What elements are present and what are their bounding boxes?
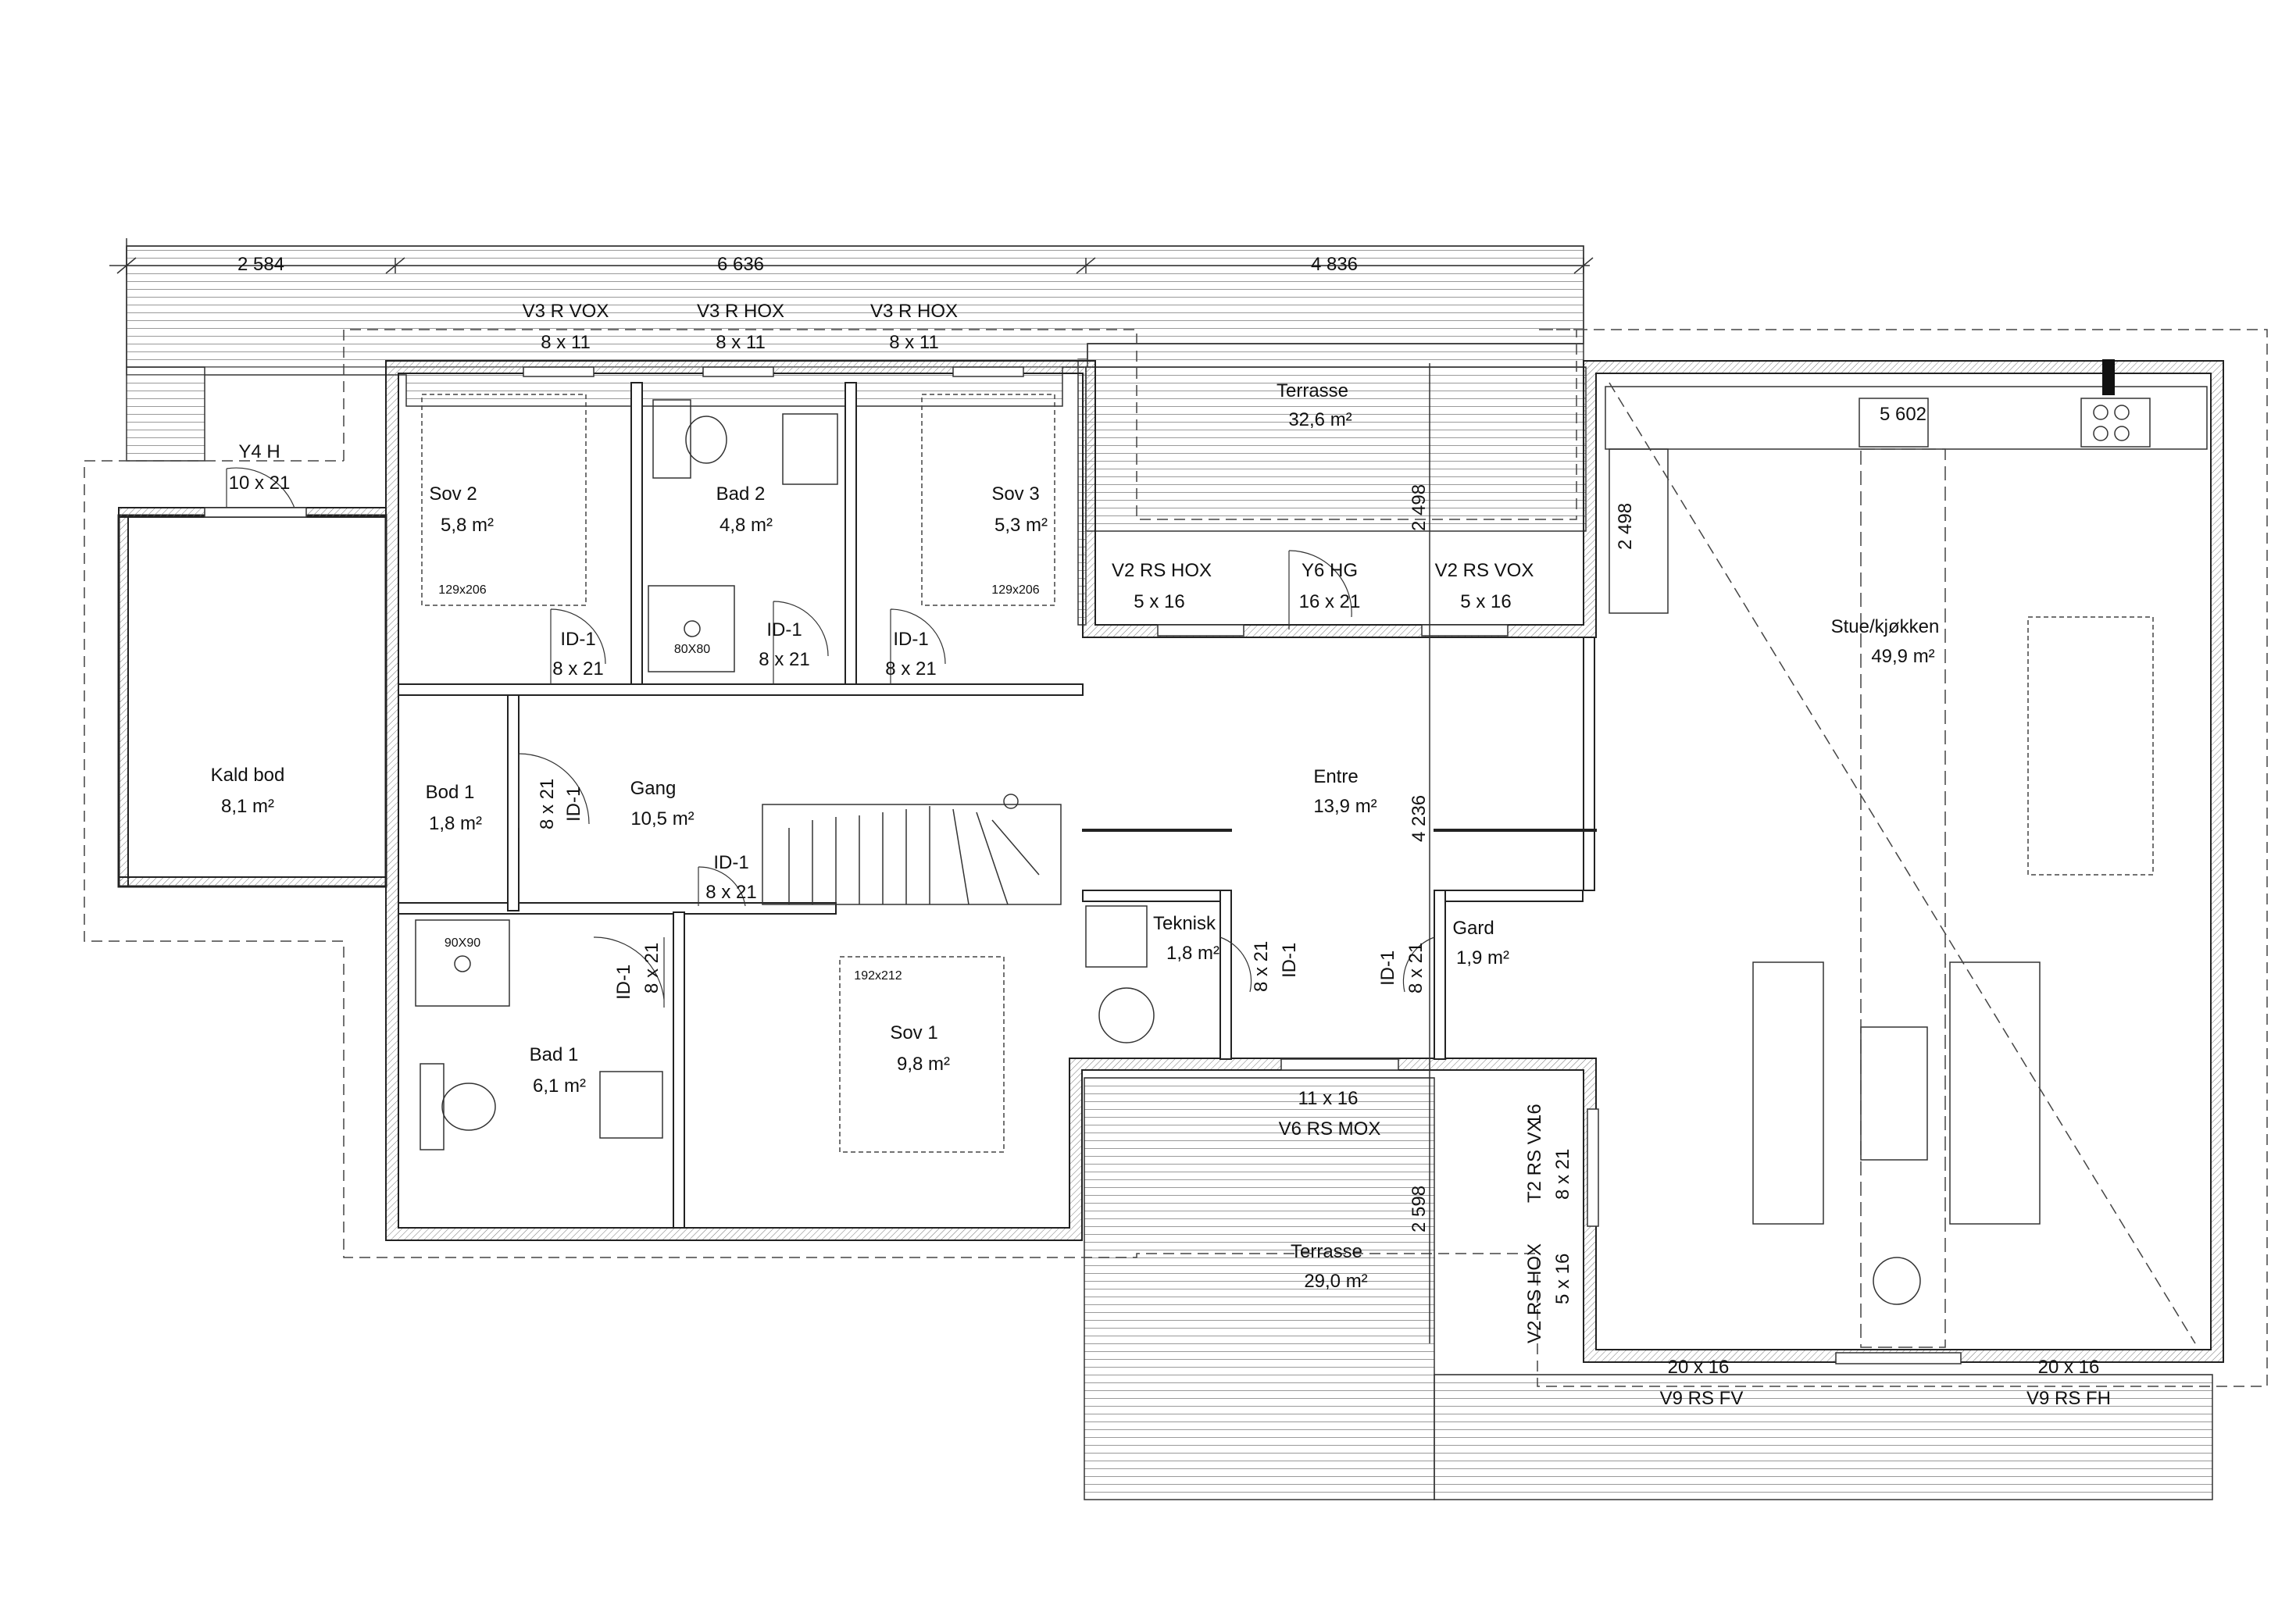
dim-terrace-south-depth: 2 598 (1409, 1186, 1430, 1232)
window-label-y4-type: Y4 H (238, 441, 280, 462)
room-bad1-name: Bad 1 (530, 1044, 579, 1065)
door-label-6-type: ID-1 (613, 965, 634, 1000)
window-label-1-type: V3 R VOX (523, 301, 609, 322)
room-entre-name: Entre (1313, 766, 1358, 787)
dim-top-left: 2 584 (237, 254, 284, 275)
room-sov3-area: 5,3 m² (994, 515, 1048, 536)
room-labels: Kald bod 8,1 m² Sov 2 5,8 m² 129x206 Bad… (211, 380, 1940, 1292)
room-kald-bod-name: Kald bod (211, 765, 285, 786)
door-label-8-type: ID-1 (1377, 951, 1398, 986)
window-label-6-size: 5 x 16 (1460, 591, 1511, 612)
window-label-6-type: V2 RS VOX (1435, 560, 1534, 581)
door-label-2-type: ID-1 (766, 619, 802, 640)
window-label-4-size: 5 x 16 (1134, 591, 1184, 612)
door-label-7-size: 8 x 21 (1251, 941, 1272, 992)
door-label-4-type: ID-1 (713, 852, 748, 873)
door-label-8-size: 8 x 21 (1405, 943, 1427, 993)
room-terrasse-north-name: Terrasse (1277, 380, 1348, 401)
room-gard-area: 1,9 m² (1456, 947, 1509, 968)
door-labels: ID-1 8 x 21 ID-1 8 x 21 ID-1 8 x 21 ID-1… (537, 619, 1427, 1000)
room-sov3-bed: 129x206 (991, 583, 1039, 597)
dim-top-right: 4 836 (1311, 254, 1358, 275)
room-sov2-area: 5,8 m² (441, 515, 494, 536)
window-label-11-type: V9 RS FV (1660, 1388, 1744, 1409)
dim-kitchen-width: 5 602 (1880, 404, 1926, 425)
door-label-7-type: ID-1 (1279, 943, 1300, 978)
room-gang-name: Gang (630, 778, 677, 799)
window-label-8-size: 5 x 16 (1552, 1254, 1573, 1304)
window-label-5-size: 16 x 21 (1299, 591, 1361, 612)
room-terrasse-south-area: 29,0 m² (1304, 1271, 1367, 1292)
window-label-12-type: V9 RS FH (2026, 1388, 2111, 1409)
room-bad1-shower: 90X90 (445, 936, 480, 950)
room-bod1-area: 1,8 m² (429, 813, 482, 834)
room-stue-name: Stue/kjøkken (1831, 616, 1940, 637)
room-sov3-name: Sov 3 (991, 483, 1039, 505)
room-bad2-name: Bad 2 (716, 483, 766, 505)
deck-south (1084, 1077, 2213, 1500)
window-label-10-size: 8 x 21 (1552, 1149, 1573, 1200)
room-sov1-area: 9,8 m² (897, 1054, 950, 1075)
interior-walls (398, 382, 1597, 1229)
deck-north (126, 245, 1587, 626)
window-label-8-type: V2 RS HOX (1524, 1243, 1545, 1343)
room-kald-bod-area: 8,1 m² (221, 796, 274, 817)
furniture (415, 359, 2208, 1348)
window-label-9-size: 16 (1524, 1104, 1545, 1125)
door-swings (226, 467, 1435, 1008)
room-terrasse-north-area: 32,6 m² (1288, 409, 1352, 430)
room-gang-area: 10,5 m² (630, 808, 694, 829)
window-label-y4-size: 10 x 21 (229, 473, 291, 494)
door-label-2-size: 8 x 21 (759, 649, 809, 670)
room-sov2-name: Sov 2 (429, 483, 477, 505)
window-label-2-type: V3 R HOX (697, 301, 784, 322)
door-label-4-size: 8 x 21 (705, 882, 756, 903)
window-label-1-size: 8 x 11 (541, 332, 591, 353)
room-bod1-name: Bod 1 (426, 782, 475, 803)
door-label-6-size: 8 x 21 (641, 943, 662, 993)
window-label-4-type: V2 RS HOX (1112, 560, 1212, 581)
room-teknisk-area: 1,8 m² (1166, 943, 1219, 964)
window-label-7-size: 11 x 16 (1298, 1088, 1359, 1109)
room-gard-name: Gard (1452, 918, 1494, 939)
room-bad2-area: 4,8 m² (720, 515, 773, 536)
dimension-top: 2 584 6 636 4 836 (109, 238, 1594, 275)
room-stue-area: 49,9 m² (1871, 646, 1934, 667)
dim-top-mid: 6 636 (717, 254, 764, 275)
door-label-5-size: 8 x 21 (537, 779, 558, 829)
window-label-3-size: 8 x 11 (889, 332, 939, 353)
dim-living-north-depth: 2 498 (1615, 503, 1636, 550)
door-label-3-size: 8 x 21 (885, 658, 936, 680)
roof-outline (84, 329, 2268, 1387)
window-label-12-size: 20 x 16 (2038, 1357, 2100, 1378)
room-sov1-name: Sov 1 (890, 1022, 937, 1043)
staircase (762, 794, 1062, 905)
room-bad1-area: 6,1 m² (533, 1075, 586, 1097)
window-label-9-type: T2 RS VX (1524, 1119, 1545, 1203)
vertical-dimensions: 2 498 4 236 2 598 2 498 5 602 (1409, 363, 1926, 1343)
room-terrasse-south-name: Terrasse (1291, 1241, 1362, 1262)
window-labels: V3 R VOX 8 x 11 V3 R HOX 8 x 11 V3 R HOX… (229, 301, 2111, 1409)
door-label-3-type: ID-1 (893, 629, 928, 650)
door-label-1-size: 8 x 21 (552, 658, 603, 680)
door-label-5-type: ID-1 (563, 787, 584, 822)
room-bad2-shower: 80X80 (674, 643, 710, 656)
dim-terrace-north-depth: 2 498 (1409, 484, 1430, 531)
exterior-walls (117, 360, 2224, 1363)
window-label-5-type: Y6 HG (1302, 560, 1358, 581)
windows-marks (204, 366, 1962, 1364)
door-label-1-type: ID-1 (560, 629, 595, 650)
room-sov1-bed: 192x212 (854, 969, 902, 983)
room-sov2-bed: 129x206 (438, 583, 486, 597)
room-entre-area: 13,9 m² (1313, 796, 1377, 817)
window-label-3-type: V3 R HOX (870, 301, 958, 322)
window-label-7-type: V6 RS MOX (1279, 1118, 1381, 1140)
window-label-11-size: 20 x 16 (1668, 1357, 1730, 1378)
room-teknisk-name: Teknisk (1153, 913, 1216, 934)
dim-entry-depth: 4 236 (1409, 795, 1430, 842)
window-label-2-size: 8 x 11 (716, 332, 766, 353)
